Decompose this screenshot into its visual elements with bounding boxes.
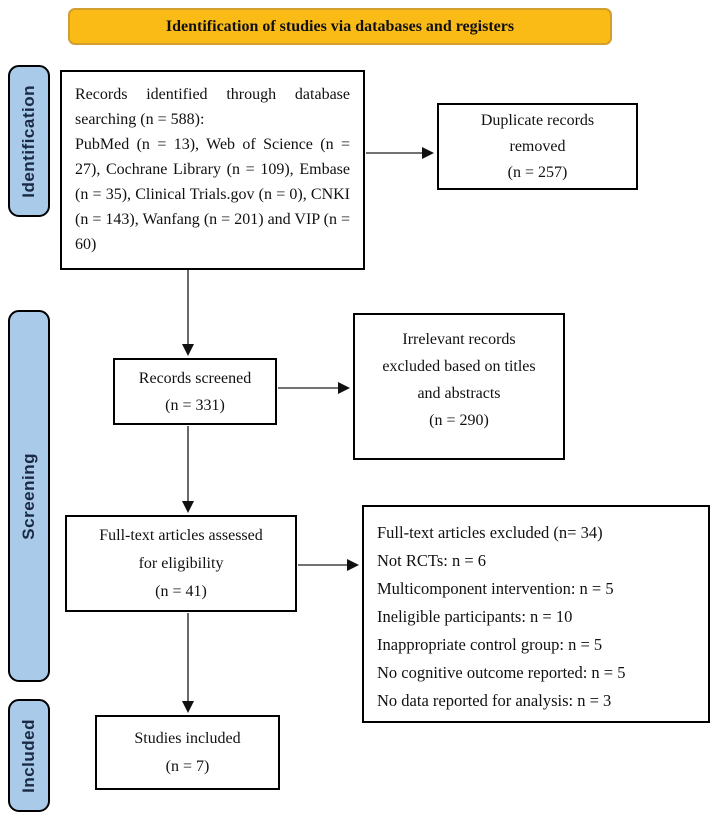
box-line: removed bbox=[509, 137, 566, 155]
box-line: (n = 290) bbox=[429, 411, 489, 429]
stage-label-included-text: Included bbox=[19, 718, 38, 793]
stage-label-identification-text: Identification bbox=[19, 84, 38, 198]
box-line: (n = 7) bbox=[165, 757, 210, 775]
box-line: Duplicate records bbox=[480, 111, 595, 129]
box-line: No cognitive outcome reported: n = 5 bbox=[377, 663, 626, 682]
box-records-identified: Records identified through database sear… bbox=[60, 70, 365, 270]
box-duplicates-removed: Duplicate records removed (n = 257) bbox=[437, 103, 638, 190]
title-banner: Identification of studies via databases … bbox=[68, 8, 612, 45]
stage-label-screening: Screening bbox=[8, 310, 50, 682]
box-fulltext-assessed: Full-text articles assessed for eligibil… bbox=[65, 515, 297, 612]
box-line: (n = 331) bbox=[165, 396, 225, 414]
stage-label-screening-text: Screening bbox=[19, 452, 38, 540]
box-line: Inappropriate control group: n = 5 bbox=[377, 635, 603, 654]
box-line: excluded based on titles bbox=[382, 357, 536, 375]
box-records-screened: Records screened (n = 331) bbox=[113, 358, 277, 425]
arrow-screened-to-irrelevant bbox=[278, 382, 350, 394]
box-line: (n = 41) bbox=[155, 582, 207, 600]
arrow-identified-to-screened bbox=[182, 270, 194, 356]
box-line: Ineligible participants: n = 10 bbox=[377, 607, 573, 626]
stage-label-included: Included bbox=[8, 699, 50, 812]
box-line: (n = 257) bbox=[507, 163, 568, 181]
box-line: Full-text articles assessed bbox=[99, 526, 263, 544]
box-line: Records screened bbox=[138, 369, 252, 387]
box-line: Not RCTs: n = 6 bbox=[377, 551, 486, 570]
box-line: Studies included bbox=[134, 729, 241, 747]
title-banner-label: Identification of studies via databases … bbox=[165, 17, 515, 35]
records-identified-line: Records identified through database sear… bbox=[75, 86, 350, 128]
arrow-screened-to-fulltext bbox=[182, 426, 194, 513]
arrow-fulltext-to-included bbox=[182, 613, 194, 713]
box-line: for eligibility bbox=[138, 554, 224, 572]
box-irrelevant-excluded: Irrelevant records excluded based on tit… bbox=[353, 313, 565, 460]
box-line: Irrelevant records bbox=[402, 330, 516, 348]
box-studies-included: Studies included (n = 7) bbox=[95, 715, 280, 790]
records-identified-line: PubMed (n = 13), Web of Science (n = 27)… bbox=[75, 136, 350, 253]
box-fulltext-excluded: Full-text articles excluded (n= 34) Not … bbox=[362, 505, 710, 723]
box-line: and abstracts bbox=[417, 384, 501, 402]
arrow-identified-to-duplicates bbox=[366, 147, 434, 159]
stage-label-identification: Identification bbox=[8, 65, 50, 217]
box-line: Full-text articles excluded (n= 34) bbox=[377, 523, 603, 542]
box-line: No data reported for analysis: n = 3 bbox=[377, 691, 612, 710]
arrow-fulltext-to-excluded bbox=[298, 559, 359, 571]
box-line: Multicomponent intervention: n = 5 bbox=[377, 579, 614, 598]
